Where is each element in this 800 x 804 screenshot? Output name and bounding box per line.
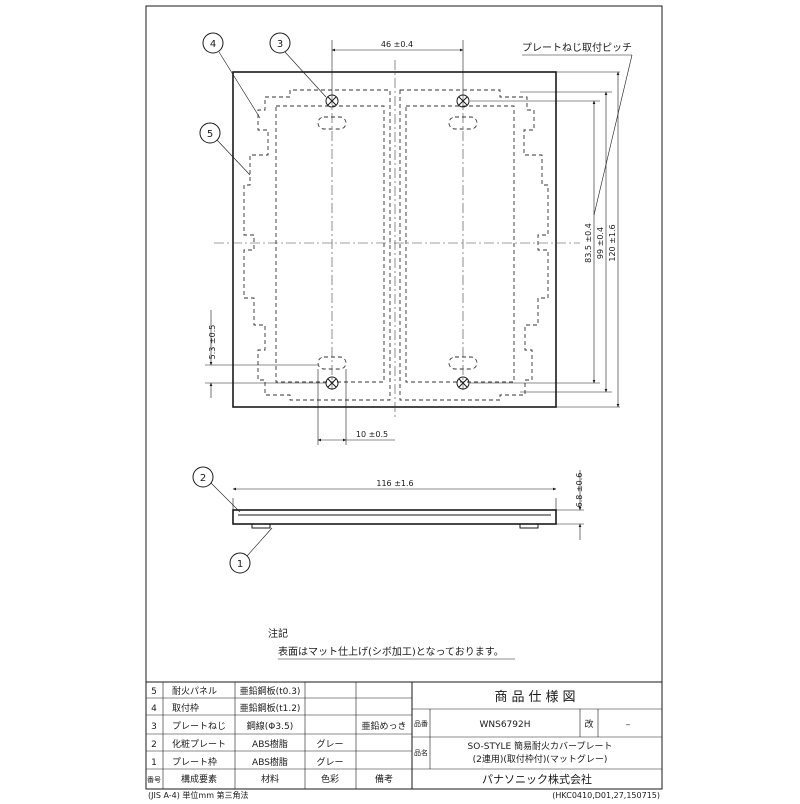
svg-text:番号: 番号: [147, 776, 161, 784]
svg-text:ABS樹脂: ABS樹脂: [252, 738, 288, 750]
parts-table: [146, 681, 662, 789]
balloon-1: 1: [229, 527, 273, 574]
svg-text:5: 5: [151, 687, 157, 697]
parts-row-1: 1 プレート枠 ABS樹脂 グレー: [151, 756, 343, 768]
company-name: パナソニック株式会社: [482, 772, 592, 786]
parts-row-4: 4 取付枠 亜鉛鋼板(t1.2): [151, 702, 300, 714]
svg-text:4: 4: [210, 39, 216, 50]
title-block: 商品仕様図 品番 WNS6792H 改 – 品名 SO-STYLE 簡易耐火カバ…: [412, 690, 662, 786]
svg-text:2: 2: [200, 473, 206, 484]
balloon-2: 2: [192, 466, 241, 513]
svg-text:色彩: 色彩: [321, 773, 339, 785]
screw-bottom-right: [456, 376, 470, 390]
side-view: 116 ±1.6 6.8 ±0.6: [232, 470, 584, 540]
dim-10: 10 ±0.5: [317, 369, 395, 445]
svg-text:3: 3: [277, 39, 283, 50]
notes-text: 表面はマット仕上げ(シボ加工)となっております。: [278, 645, 504, 658]
dim-120-label: 120 ±1.6: [608, 224, 617, 261]
footer-right: (HKC0410,D01,27,150715): [552, 791, 660, 800]
balloon-3: 3: [269, 32, 327, 98]
svg-text:耐火パネル: 耐火パネル: [172, 685, 217, 697]
hinmei-label: 品名: [414, 748, 428, 757]
rev-value: –: [626, 720, 631, 730]
svg-text:3: 3: [151, 722, 157, 732]
mount-frame: [275, 105, 515, 383]
dim-83-5-label: 83.5 ±0.4: [584, 223, 593, 263]
svg-text:プレート枠: プレート枠: [172, 756, 217, 768]
svg-text:グレー: グレー: [316, 738, 343, 750]
parts-row-3: 3 プレートねじ 鋼線(Φ3.5) 亜鉛めっき: [151, 720, 406, 732]
balloon-5: 5: [199, 122, 251, 176]
dim-6-8-label: 6.8 ±0.6: [575, 473, 584, 508]
svg-text:亜鉛鋼板(t1.2): 亜鉛鋼板(t1.2): [240, 702, 301, 714]
footer-left: (JIS A-4) 単位mm 第三角法: [148, 790, 249, 800]
dim-46-label: 46 ±0.4: [381, 40, 413, 49]
pitch-label: プレートねじ取付ピッチ: [522, 41, 632, 54]
sheet-border: [145, 5, 663, 790]
dim-46: 46 ±0.4: [331, 40, 464, 95]
svg-text:取付枠: 取付枠: [172, 702, 199, 714]
dim-116-label: 116 ±1.6: [376, 479, 413, 488]
svg-text:鋼線(Φ3.5): 鋼線(Φ3.5): [247, 720, 293, 732]
plate-side: [232, 509, 557, 525]
parts-row-2: 2 化粧プレート ABS樹脂 グレー: [151, 738, 343, 750]
svg-text:ABS樹脂: ABS樹脂: [252, 756, 288, 768]
hinmei-line2: (2連用)(取付枠付)(マットグレー): [473, 753, 608, 765]
rev-label: 改: [584, 718, 593, 730]
svg-text:プレートねじ: プレートねじ: [172, 721, 226, 732]
svg-text:化粧プレート: 化粧プレート: [172, 738, 226, 750]
svg-text:2: 2: [151, 740, 157, 750]
svg-text:材料: 材料: [261, 773, 279, 785]
balloon-4: 4: [202, 32, 261, 119]
front-view: [214, 60, 580, 420]
parts-row-5: 5 耐火パネル 亜鉛鋼板(t0.3): [151, 685, 300, 697]
plate-outline: [232, 71, 557, 408]
notes-heading: 注記: [268, 627, 288, 640]
svg-text:亜鉛めっき: 亜鉛めっき: [361, 720, 406, 732]
drawing-title: 商品仕様図: [494, 690, 579, 705]
svg-text:構成要素: 構成要素: [181, 773, 217, 785]
parts-header: 番号 構成要素 材料 色彩 備考: [147, 773, 393, 785]
svg-text:亜鉛鋼板(t0.3): 亜鉛鋼板(t0.3): [240, 685, 301, 697]
dim-99-label: 99 ±0.4: [596, 227, 605, 259]
svg-text:1: 1: [237, 559, 243, 570]
dim-right: 83.5 ±0.4 99 ±0.4 120 ±1.6: [470, 71, 620, 408]
panel-outline-left: [243, 89, 391, 401]
dim-5-3-label: 5.3 ±0.5: [208, 325, 217, 360]
svg-text:備考: 備考: [375, 773, 393, 785]
hinban-value: WNS6792H: [479, 720, 530, 730]
notes: 注記 表面はマット仕上げ(シボ加工)となっております。: [268, 627, 515, 660]
panel-outline-right: [399, 89, 549, 401]
dim-10-label: 10 ±0.5: [356, 430, 388, 439]
hinmei-line1: SO-STYLE 簡易耐火カバープレート: [467, 740, 612, 752]
svg-text:4: 4: [151, 704, 157, 714]
pitch-leader: プレートねじ取付ピッチ: [522, 41, 633, 216]
svg-text:グレー: グレー: [316, 756, 343, 768]
svg-text:5: 5: [207, 129, 213, 140]
hinban-label: 品番: [414, 720, 428, 728]
svg-text:1: 1: [151, 758, 157, 768]
dim-5-3: 5.3 ±0.5: [205, 310, 326, 398]
